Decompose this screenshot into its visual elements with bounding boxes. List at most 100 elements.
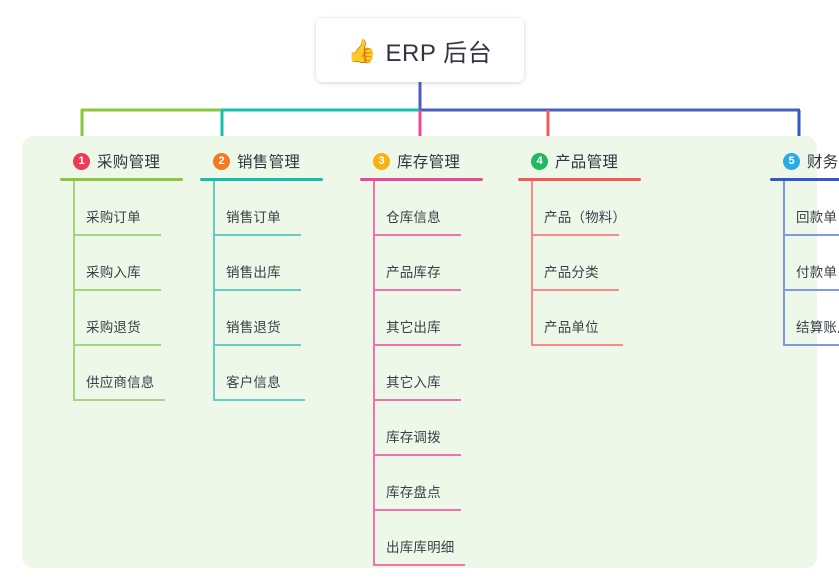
branch-title: 采购管理 <box>97 154 161 171</box>
branch-item[interactable]: 产品分类 <box>531 236 668 291</box>
item-underline <box>213 289 301 291</box>
item-label: 供应商信息 <box>86 375 155 390</box>
branch-item[interactable]: 产品库存 <box>373 236 510 291</box>
item-spine <box>213 346 215 401</box>
item-label: 产品单位 <box>544 320 599 335</box>
branch-title: 库存管理 <box>397 154 461 171</box>
item-spine <box>373 511 375 566</box>
branch-item[interactable]: 回款单 <box>783 181 839 236</box>
branch-item[interactable]: 产品（物料） <box>531 181 668 236</box>
item-label: 回款单 <box>796 210 838 225</box>
item-underline <box>373 454 461 456</box>
branch-header-4[interactable]: 4 产品管理 <box>518 148 668 174</box>
item-spine <box>213 236 215 291</box>
item-label: 采购入库 <box>86 265 141 280</box>
branch-header-1[interactable]: 1 采购管理 <box>60 148 210 174</box>
branch-column-4: 4 产品管理产品（物料） 产品分类产品单位 <box>518 148 668 346</box>
branch-item[interactable]: 其它出库 <box>373 291 510 346</box>
branch-item[interactable]: 出库库明细 <box>373 511 510 566</box>
branch-column-5: 5 财务管理回款单付款单结算账户 <box>770 148 839 346</box>
item-spine <box>373 346 375 401</box>
branch-number-badge: 3 <box>373 152 390 170</box>
branch-underline <box>770 178 839 181</box>
branch-item-list: 回款单付款单结算账户 <box>770 181 839 346</box>
branch-item[interactable]: 产品单位 <box>531 291 668 346</box>
item-label: 库存盘点 <box>386 485 441 500</box>
item-spine <box>783 291 785 346</box>
item-underline <box>373 289 461 291</box>
item-underline <box>213 399 305 401</box>
item-label: 其它入库 <box>386 375 441 390</box>
item-label: 产品（物料） <box>544 210 627 225</box>
item-spine <box>73 181 75 236</box>
item-spine <box>783 236 785 291</box>
item-label: 其它出库 <box>386 320 441 335</box>
item-spine <box>73 236 75 291</box>
branch-title: 产品管理 <box>555 154 619 171</box>
item-spine <box>373 181 375 236</box>
item-label: 销售出库 <box>226 265 281 280</box>
branch-item-list: 产品（物料） 产品分类产品单位 <box>518 181 668 346</box>
item-underline <box>373 399 461 401</box>
branch-item[interactable]: 销售订单 <box>213 181 350 236</box>
item-underline <box>373 234 461 236</box>
item-underline <box>783 289 839 291</box>
branch-item[interactable]: 采购退货 <box>73 291 210 346</box>
branch-item[interactable]: 销售出库 <box>213 236 350 291</box>
branch-column-3: 3 库存管理仓库信息产品库存其它出库其它入库库存调拨库存盘点出库库明细 <box>360 148 510 566</box>
item-label: 出库库明细 <box>386 540 455 555</box>
item-spine <box>373 401 375 456</box>
item-underline <box>73 399 165 401</box>
branch-item[interactable]: 采购订单 <box>73 181 210 236</box>
branch-underline <box>360 178 483 181</box>
branch-item[interactable]: 结算账户 <box>783 291 839 346</box>
item-spine <box>783 181 785 236</box>
branch-header-3[interactable]: 3 库存管理 <box>360 148 510 174</box>
item-underline <box>531 344 623 346</box>
branch-header-5[interactable]: 5 财务管理 <box>770 148 839 174</box>
branch-item[interactable]: 付款单 <box>783 236 839 291</box>
item-spine <box>373 456 375 511</box>
item-label: 仓库信息 <box>386 210 441 225</box>
branch-column-1: 1 采购管理采购订单采购入库采购退货供应商信息 <box>60 148 210 401</box>
item-label: 销售订单 <box>226 210 281 225</box>
item-underline <box>373 564 465 566</box>
branch-underline <box>518 178 641 181</box>
item-label: 结算账户 <box>796 320 839 335</box>
item-spine <box>531 236 533 291</box>
branch-item[interactable]: 采购入库 <box>73 236 210 291</box>
branch-item[interactable]: 库存盘点 <box>373 456 510 511</box>
root-node-card[interactable]: 👍 ERP 后台 <box>316 18 524 82</box>
item-spine <box>373 291 375 346</box>
item-underline <box>783 234 839 236</box>
branch-number-badge: 4 <box>531 152 548 170</box>
branch-item-list: 销售订单销售出库销售退货客户信息 <box>200 181 350 401</box>
item-label: 客户信息 <box>226 375 281 390</box>
item-underline <box>73 344 161 346</box>
item-label: 采购订单 <box>86 210 141 225</box>
branch-item[interactable]: 供应商信息 <box>73 346 210 401</box>
branch-number-badge: 1 <box>73 152 90 170</box>
branch-number-badge: 5 <box>783 152 800 170</box>
item-spine <box>213 291 215 346</box>
branch-item-list: 采购订单采购入库采购退货供应商信息 <box>60 181 210 401</box>
item-label: 产品库存 <box>386 265 441 280</box>
branch-item[interactable]: 其它入库 <box>373 346 510 401</box>
branch-title: 财务管理 <box>807 154 839 171</box>
item-underline <box>213 234 301 236</box>
item-underline <box>531 234 619 236</box>
diagram-panel <box>22 136 817 568</box>
item-underline <box>73 289 161 291</box>
item-label: 采购退货 <box>86 320 141 335</box>
branch-item[interactable]: 仓库信息 <box>373 181 510 236</box>
branch-item[interactable]: 库存调拨 <box>373 401 510 456</box>
item-underline <box>213 344 301 346</box>
branch-item[interactable]: 客户信息 <box>213 346 350 401</box>
item-underline <box>373 509 461 511</box>
item-spine <box>73 346 75 401</box>
item-spine <box>73 291 75 346</box>
branch-item[interactable]: 销售退货 <box>213 291 350 346</box>
branch-title: 销售管理 <box>237 154 301 171</box>
